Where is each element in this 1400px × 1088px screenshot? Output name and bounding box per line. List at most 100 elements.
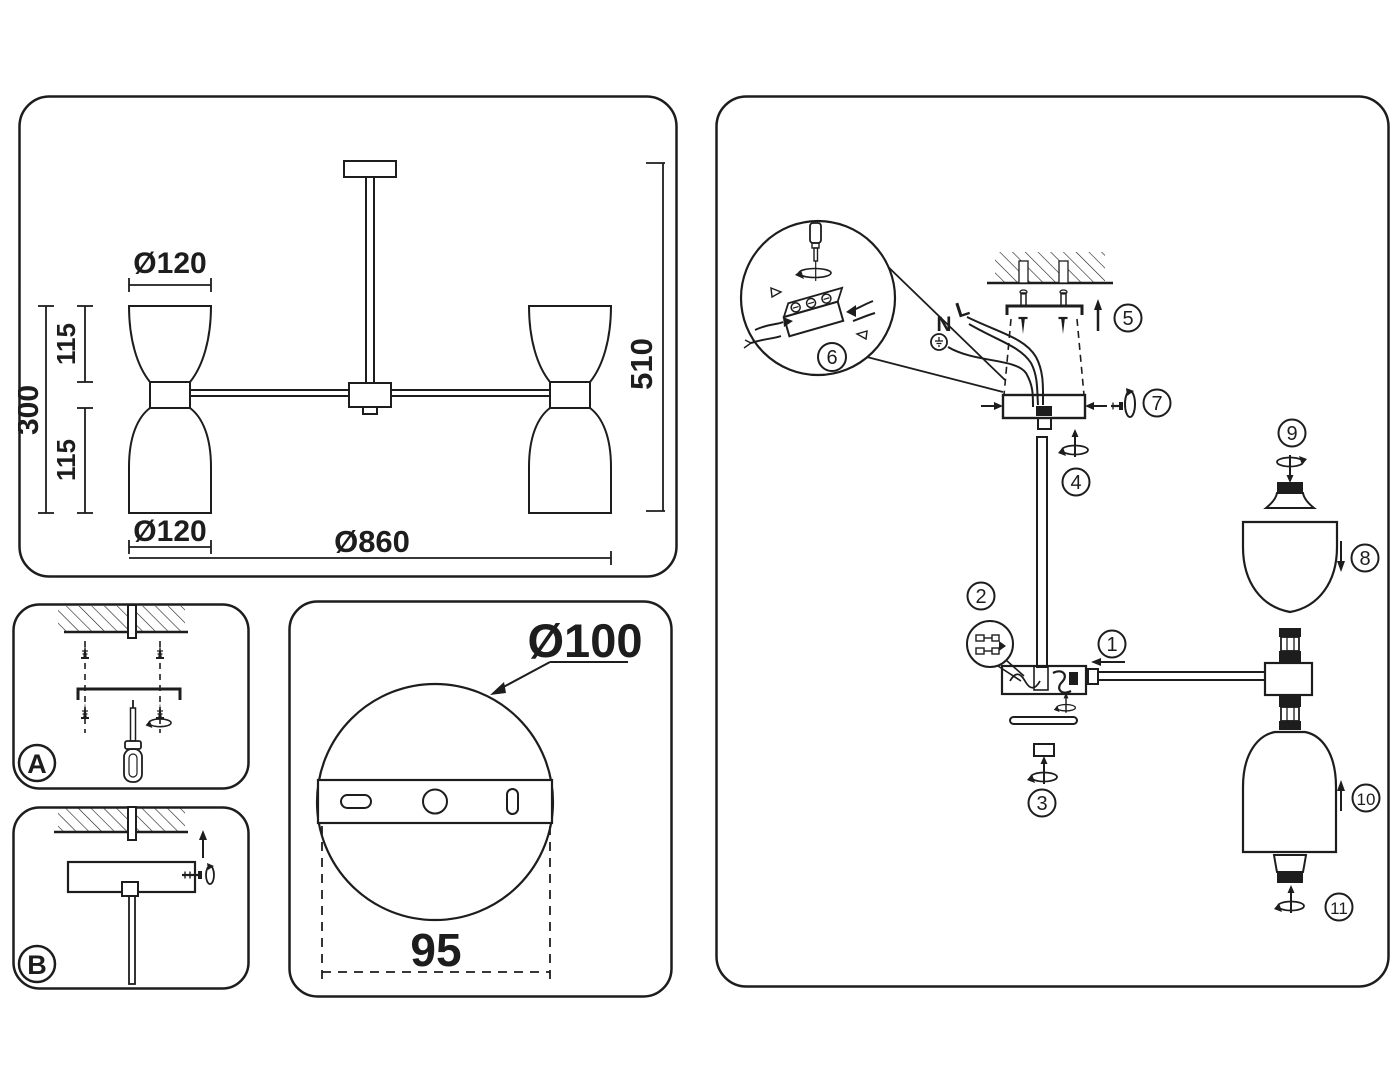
stem-rod	[1036, 436, 1048, 668]
side-screw-icon	[1111, 402, 1123, 410]
lock-nut	[1033, 743, 1055, 757]
step-5: 5	[1122, 308, 1133, 330]
dimension-lines	[38, 162, 665, 565]
ceiling-hatch	[995, 252, 1105, 283]
insert-arrow	[770, 286, 783, 299]
left-lower-shade	[128, 407, 212, 514]
label-plate-diameter: Ø100	[528, 614, 643, 667]
right-upper-shade	[527, 305, 613, 383]
rotate-icon	[145, 718, 172, 728]
socket-skirt-top	[1263, 492, 1317, 509]
terminal-detail-callout	[739, 219, 1006, 393]
panel-border	[18, 95, 678, 578]
panel-detail-a: A	[12, 603, 250, 790]
hub-tab	[362, 406, 378, 415]
upper-shade	[1241, 520, 1339, 614]
upper-shade-group	[1241, 454, 1345, 614]
ceiling-hatch	[58, 606, 185, 632]
mounting-bar	[316, 778, 554, 825]
step-2: 2	[975, 586, 986, 608]
magnifier-circle	[966, 620, 1014, 668]
step-4: 4	[1070, 472, 1081, 494]
dia-leader-line	[490, 661, 628, 695]
supply-wires	[947, 316, 1045, 408]
label-dia-overall: Ø860	[334, 524, 410, 559]
ceiling-plate	[343, 160, 397, 178]
balloon-7	[1142, 388, 1172, 418]
dim-extension-lines	[321, 826, 551, 982]
label-dia-bottom: Ø120	[133, 515, 206, 548]
stem-rod	[365, 176, 375, 384]
left-socket	[149, 381, 191, 409]
panel-detail-b: B	[12, 806, 250, 990]
arm-assembly	[1087, 658, 1265, 685]
label-lower-height: 115	[51, 439, 81, 481]
ceiling-slot-right	[1058, 260, 1069, 284]
label-hole-spacing: 95	[410, 924, 461, 976]
left-upper-shade	[127, 305, 213, 383]
detail-b-badge	[17, 944, 57, 984]
balloon-6	[817, 342, 847, 372]
balloon-3	[1027, 788, 1057, 818]
step-7: 7	[1151, 393, 1162, 415]
terminal-wires	[743, 300, 876, 349]
mounting-bracket	[1005, 304, 1084, 315]
panel-mounting-plate: Ø100 95	[288, 600, 673, 998]
label-dia-top: Ø120	[133, 247, 206, 280]
rotate-icon	[205, 863, 215, 885]
center-hub	[348, 382, 392, 408]
step-numbers: 1 2 3 4 5 6 7 8 9 10 11	[826, 308, 1375, 918]
step-8: 8	[1359, 548, 1370, 570]
balloon-5	[1113, 303, 1143, 333]
screwdriver-icon	[123, 700, 143, 783]
alignment-lines	[84, 641, 161, 733]
insert-arrow	[855, 330, 868, 341]
balloon-4	[1061, 467, 1091, 497]
label-upper-height: 115	[51, 323, 81, 365]
balloon-2	[966, 581, 996, 611]
hanging-rod	[127, 604, 137, 639]
slot-hole-left	[340, 794, 372, 809]
detail-b-label: B	[27, 950, 47, 980]
wire-connectors	[975, 634, 1006, 655]
side-screw-arrows	[981, 402, 1107, 410]
up-arrow-10	[1337, 780, 1345, 811]
panel-assembly: 1 2 3 4 5 6 7 8 9 10 11 N L	[715, 95, 1390, 988]
center-hub	[1000, 664, 1088, 696]
ceiling-hatch	[58, 808, 185, 832]
down-arrow-8	[1337, 541, 1345, 572]
right-lower-shade	[528, 407, 612, 514]
arm-end-fitting	[1087, 668, 1099, 685]
right-socket	[549, 381, 591, 409]
step-1: 1	[1106, 634, 1117, 656]
earth-symbol	[930, 333, 948, 351]
step-6: 6	[826, 347, 837, 369]
balloon-8	[1350, 543, 1380, 573]
detail-a-badge	[17, 743, 57, 783]
rod-holder	[121, 881, 139, 897]
ceiling-and-canopy	[981, 252, 1136, 430]
panel-border	[715, 95, 1390, 988]
step-10: 10	[1357, 790, 1376, 809]
side-screw-icon	[182, 871, 202, 879]
balloon-10	[1351, 783, 1381, 813]
socket-skirt-bottom	[1272, 854, 1308, 873]
stem-rod	[128, 895, 136, 985]
bracket-pins	[1019, 289, 1068, 307]
up-arrow	[199, 830, 207, 858]
label-height-overall: 510	[624, 338, 659, 390]
label-total-height: 300	[18, 385, 45, 435]
panel-border	[288, 600, 673, 998]
wire-live-label: L	[953, 297, 972, 323]
wire-neutral-label: N	[936, 313, 951, 336]
center-hole	[422, 788, 448, 815]
socket-ring-top	[1277, 482, 1303, 493]
detail-a-label: A	[27, 749, 47, 779]
cover-disc	[1009, 716, 1078, 725]
hanging-rod	[127, 806, 137, 841]
socket-ring-bottom	[1277, 872, 1303, 883]
rotate-icon	[795, 267, 832, 279]
balloon-9	[1277, 418, 1307, 448]
lower-shade-group	[1241, 730, 1345, 914]
